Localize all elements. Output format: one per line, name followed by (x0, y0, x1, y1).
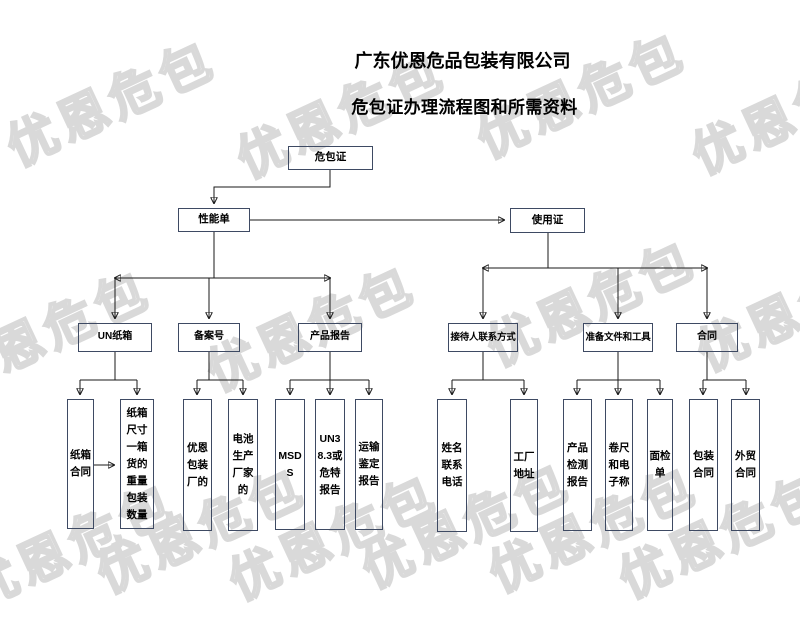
node-inspection-sheet: 面检 单 (647, 399, 673, 531)
node-youen-packaging-factory: 优恩 包装 厂的 (183, 399, 212, 531)
node-foreign-trade-contract: 外贸 合同 (731, 399, 760, 531)
node-product-report: 产品报告 (298, 323, 362, 352)
node-msds: MSD S (275, 399, 305, 530)
node-factory-address: 工厂 地址 (510, 399, 538, 532)
node-usage-cert: 使用证 (510, 208, 585, 233)
node-battery-manufacturer: 电池 生产 厂家 的 (228, 399, 258, 531)
node-contract: 合同 (676, 323, 738, 352)
node-performance-sheet: 性能单 (178, 208, 250, 232)
node-name-phone: 姓名 联系 电话 (437, 399, 467, 532)
node-carton-specs: 纸箱 尺寸 一箱 货的 重量 包装 数量 (120, 399, 154, 529)
node-product-test-report: 产品 检测 报告 (563, 399, 592, 531)
node-packaging-contract: 包装 合同 (689, 399, 718, 531)
node-prepare-docs-tools: 准备文件和工具 (583, 323, 653, 352)
node-carton-contract: 纸箱 合同 (67, 399, 94, 529)
node-un383-report: UN3 8.3或 危特 报告 (315, 399, 345, 530)
node-dangerous-package-cert: 危包证 (288, 146, 373, 170)
company-title: 广东优恩危品包装有限公司 (354, 51, 571, 71)
node-contact-info: 接待人联系方式 (448, 323, 518, 352)
node-transport-appraisal-report: 运输 鉴定 报告 (355, 399, 383, 530)
connector-layer (0, 170, 800, 566)
node-un-carton: UN纸箱 (78, 323, 152, 352)
node-tape-measure-scale: 卷尺 和电 子称 (605, 399, 633, 531)
flowchart-page: 优恩危包优恩危包优恩危包优恩危包优恩危包优恩危包优恩危包优恩危包优恩危包优恩危包… (0, 22, 800, 621)
node-record-number: 备案号 (178, 323, 240, 352)
page-title: 危包证办理流程图和所需资料 (351, 98, 578, 117)
